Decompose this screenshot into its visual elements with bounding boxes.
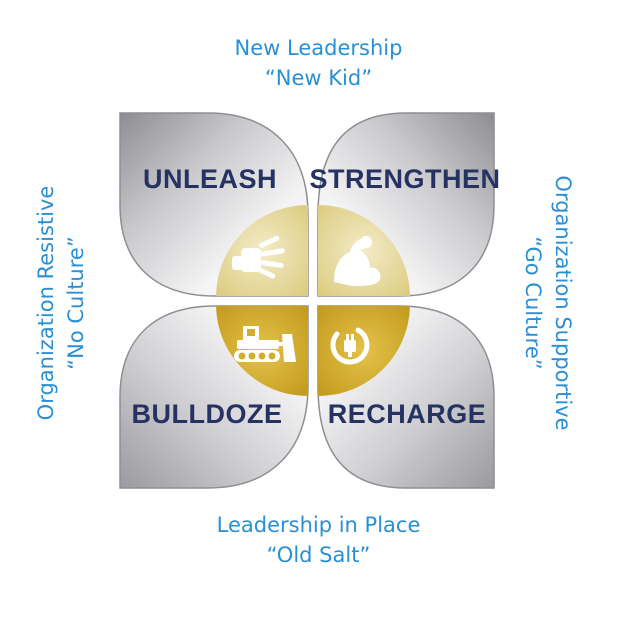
quadrant-bulldoze: BULLDOZE <box>119 305 309 489</box>
inner-quarter-top-left <box>216 205 308 296</box>
label-strengthen: STRENGTHEN <box>309 164 500 194</box>
quadrant-strengthen: STRENGTHEN <box>309 112 500 297</box>
bottom-axis-title: Leadership in Place <box>216 513 421 537</box>
top-axis-title: New Leadership <box>234 36 403 60</box>
bulldozer-icon <box>234 326 296 362</box>
bottom-axis-label: Leadership in Place “Old Salt” <box>0 510 637 570</box>
label-bulldoze: BULLDOZE <box>132 399 283 429</box>
power-plug-icon <box>330 327 370 365</box>
bottom-axis-subtitle: “Old Salt” <box>266 543 371 567</box>
flexed-arm-icon <box>334 236 381 286</box>
top-axis-label: New Leadership “New Kid” <box>0 33 637 93</box>
top-axis-subtitle: “New Kid” <box>264 66 373 90</box>
label-unleash: UNLEASH <box>143 164 277 194</box>
label-recharge: RECHARGE <box>328 399 487 429</box>
quadrant-recharge: RECHARGE <box>317 305 495 489</box>
quadrant-unleash: UNLEASH <box>119 112 309 297</box>
hand-icon <box>232 235 285 279</box>
